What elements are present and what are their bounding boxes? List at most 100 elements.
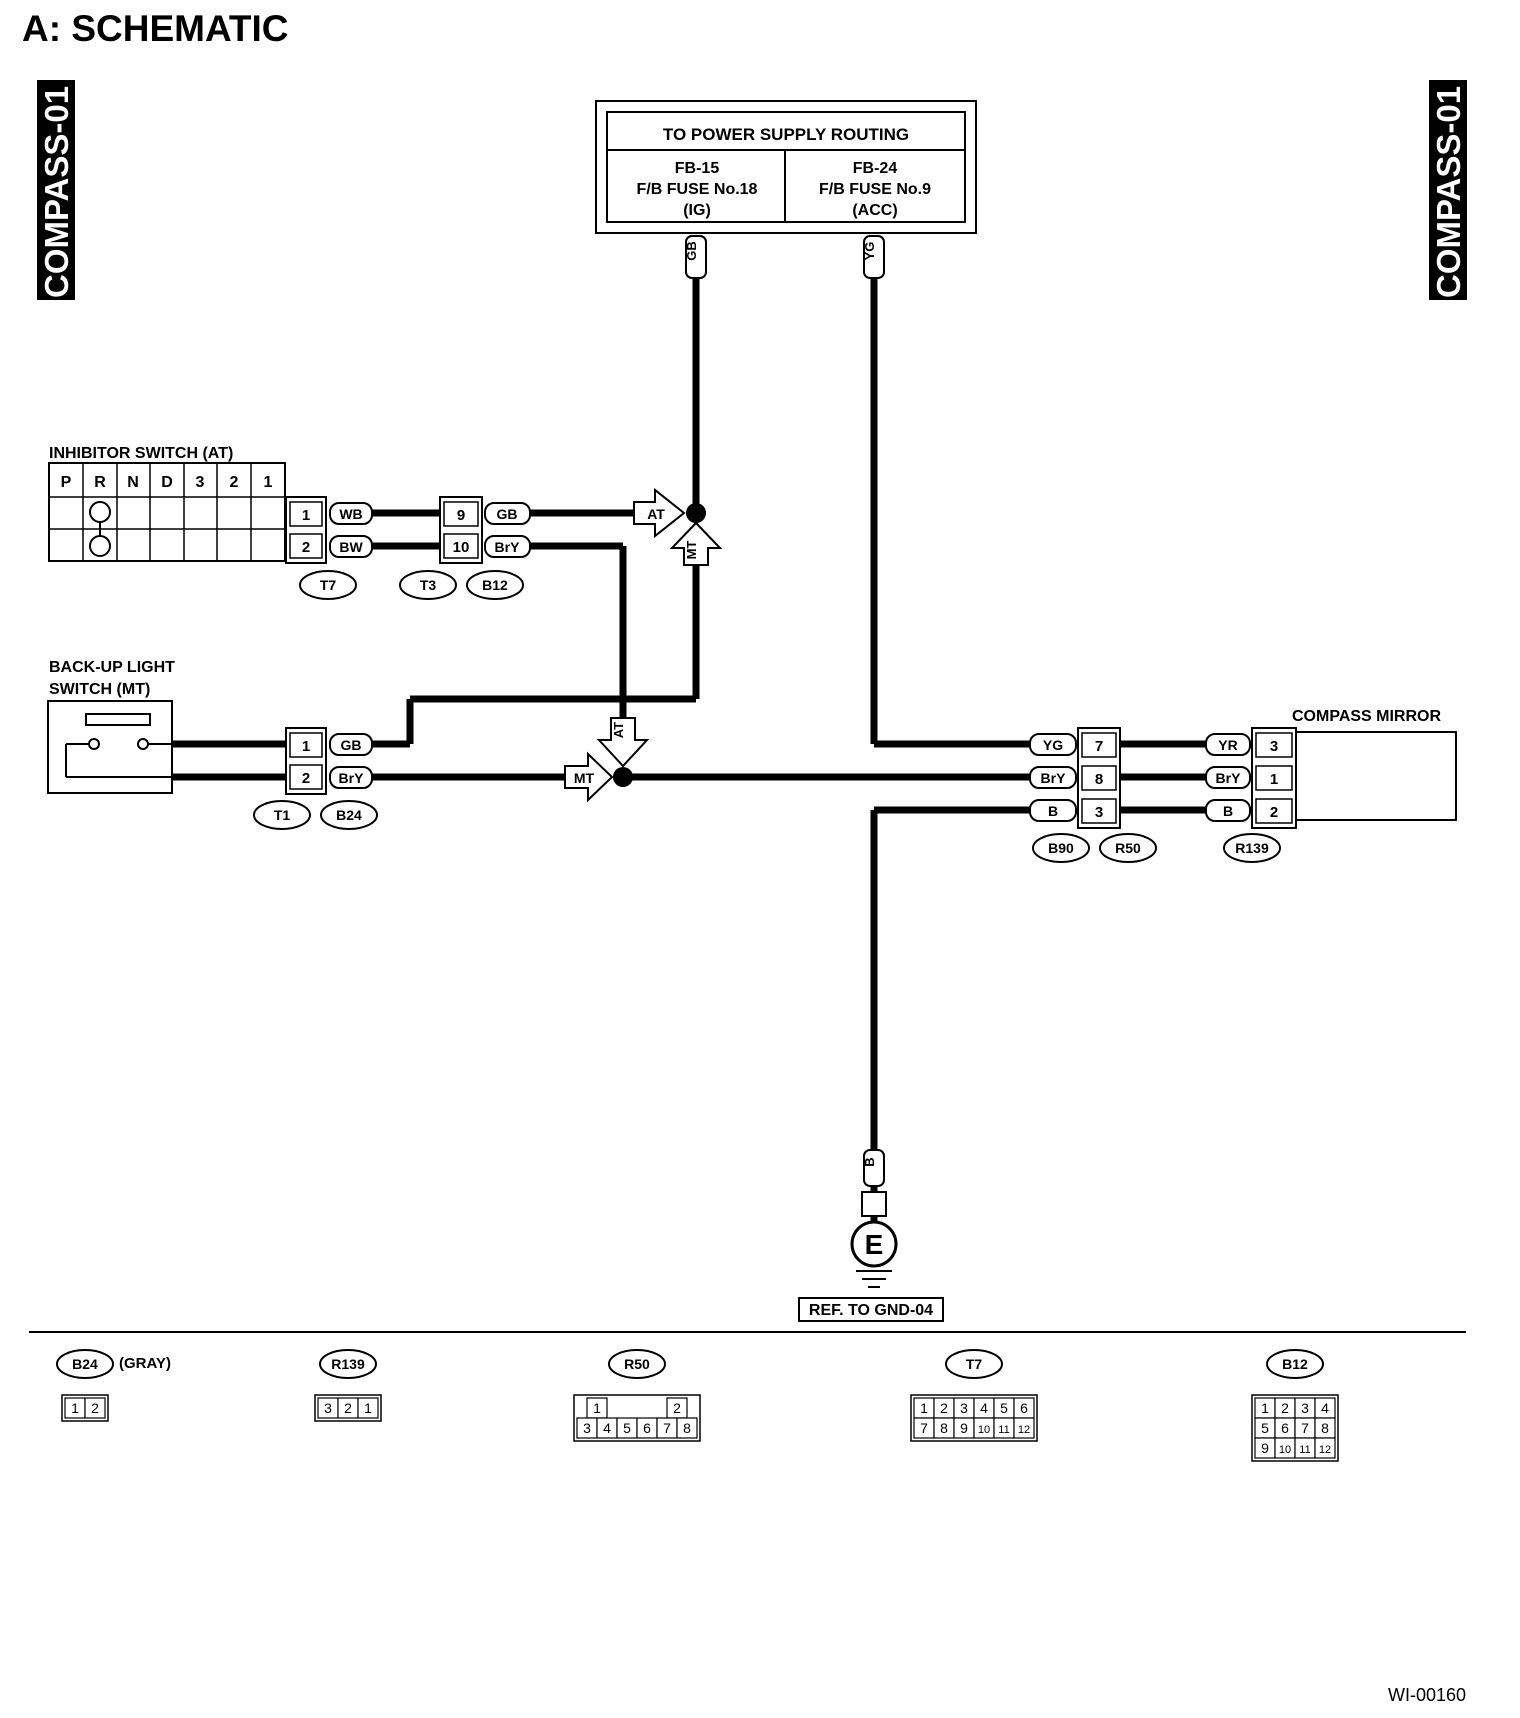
connector-pin: 1 <box>1261 1400 1269 1416</box>
junction-dot-top <box>686 503 706 523</box>
connector-view-note: (GRAY) <box>119 1355 171 1372</box>
svg-text:10: 10 <box>453 539 470 556</box>
wire-tag-yg-top: YG <box>862 235 885 279</box>
svg-text:YR: YR <box>1218 737 1237 753</box>
wire-label-wb: WB <box>339 506 362 522</box>
connector-pin: 4 <box>1321 1400 1329 1416</box>
ground-symbol: B E REF. TO GND-04 <box>798 1149 944 1322</box>
wire-label-b-mirror: B <box>1048 803 1058 819</box>
wire-label-bw: BW <box>339 539 363 555</box>
connector-id-t7: T7 <box>320 577 337 593</box>
connector-pin: 7 <box>1301 1420 1309 1436</box>
svg-text:9: 9 <box>457 507 465 524</box>
gear-pos-p: P <box>61 474 72 491</box>
connector-pin: 8 <box>940 1420 948 1436</box>
connector-pin: 6 <box>643 1420 651 1436</box>
connector-id-b12: B12 <box>482 577 508 593</box>
figure-id: WI-00160 <box>1388 1685 1466 1705</box>
wire-label-yg-mirror: YG <box>1043 737 1063 753</box>
connector-pin: 3 <box>583 1420 591 1436</box>
wire-label-bry-mid: BrY <box>495 539 521 555</box>
connector-view-id: T7 <box>966 1356 983 1372</box>
compass-mirror-label: COMPASS MIRROR <box>1292 708 1441 725</box>
svg-text:8: 8 <box>1095 771 1103 788</box>
connector-pin: 2 <box>91 1400 99 1416</box>
arrow-tag-at-bottom: AT <box>596 717 650 768</box>
connector-id-b24: B24 <box>336 807 362 823</box>
gear-pos-1: 1 <box>264 474 273 491</box>
gear-pos-2: 2 <box>230 474 239 491</box>
svg-text:B: B <box>1223 803 1233 819</box>
svg-text:AT: AT <box>611 722 626 738</box>
gear-pos-3: 3 <box>196 474 205 491</box>
connector-pin: 6 <box>1281 1420 1289 1436</box>
connector-view-id: R50 <box>624 1356 650 1372</box>
connector-pin: 5 <box>1000 1400 1008 1416</box>
side-tag-left: COMPASS-01 <box>37 80 75 300</box>
wire-label-gb-mt: GB <box>341 737 362 753</box>
svg-text:MT: MT <box>684 541 699 560</box>
power-supply-box: TO POWER SUPPLY ROUTING FB-15 F/B FUSE N… <box>595 100 977 234</box>
svg-text:BrY: BrY <box>1216 770 1242 786</box>
connector-pin: 2 <box>344 1400 352 1416</box>
switch-contact-icon-mt <box>65 713 172 778</box>
connector-pin: 3 <box>1301 1400 1309 1416</box>
connector-t7-pins: 1 2 WB BW <box>285 496 373 564</box>
backup-switch-label-2: SWITCH (MT) <box>49 681 150 698</box>
svg-text:3: 3 <box>1095 804 1103 821</box>
connector-pin: 8 <box>683 1420 691 1436</box>
svg-text:7: 7 <box>1095 738 1103 755</box>
connector-pin: 5 <box>1261 1420 1269 1436</box>
earth-icon: E <box>865 1229 884 1260</box>
inhibitor-switch-label: INHIBITOR SWITCH (AT) <box>49 445 233 462</box>
wire-label-b-ground: B <box>862 1157 877 1166</box>
connector-view-id: B12 <box>1282 1356 1308 1372</box>
connector-ids-backup: T1 B24 <box>253 800 378 830</box>
connector-pin: 9 <box>960 1420 968 1436</box>
svg-text:1: 1 <box>302 738 310 755</box>
connector-pin: 11 <box>998 1424 1009 1436</box>
gear-pos-r: R <box>94 474 106 491</box>
connector-t1-b24-pins: 1 2 GB BrY <box>285 727 373 795</box>
gear-pos-d: D <box>161 474 173 491</box>
connector-pin: 2 <box>940 1400 948 1416</box>
arrow-tag-mt-top: MT <box>669 521 723 566</box>
svg-text:AT: AT <box>647 506 665 522</box>
connector-pin: 12 <box>1319 1444 1331 1456</box>
backup-light-switch: BACK-UP LIGHT SWITCH (MT) <box>47 659 175 794</box>
junction-dot-bottom <box>613 767 633 787</box>
connector-id-r50: R50 <box>1115 840 1141 856</box>
svg-text:YG: YG <box>862 242 877 261</box>
wire-label-bry-mt: BrY <box>339 770 365 786</box>
connector-pin: 12 <box>1018 1424 1030 1436</box>
fuse-left-line2: F/B FUSE No.18 <box>637 181 758 198</box>
wire-label-bry-mirror: BrY <box>1041 770 1067 786</box>
fuse-left-line1: FB-15 <box>675 160 720 177</box>
wire-tag-gb-top: GB <box>684 235 707 279</box>
connector-pin: 2 <box>1281 1400 1289 1416</box>
svg-text:3: 3 <box>1270 738 1278 755</box>
svg-text:2: 2 <box>302 770 310 787</box>
side-tag-right-text: COMPASS-01 <box>1430 86 1467 298</box>
connector-id-b90: B90 <box>1048 840 1074 856</box>
connector-pin: 3 <box>960 1400 968 1416</box>
connector-pin: 1 <box>920 1400 928 1416</box>
connector-t3-b12-pins: 9 10 GB BrY <box>439 496 531 564</box>
backup-switch-label-1: BACK-UP LIGHT <box>49 659 175 676</box>
fuse-right-line2: F/B FUSE No.9 <box>819 181 931 198</box>
connector-pin: 2 <box>673 1400 681 1416</box>
ground-ref-label: REF. TO GND-04 <box>809 1302 933 1319</box>
arrow-tag-at-top: AT <box>633 487 686 539</box>
fuse-right-line3: (ACC) <box>852 202 897 219</box>
switch-contact-icon <box>89 501 111 557</box>
svg-text:1: 1 <box>302 507 310 524</box>
connector-pin: 3 <box>324 1400 332 1416</box>
compass-mirror: COMPASS MIRROR <box>1292 708 1457 821</box>
fuse-left-line3: (IG) <box>683 202 711 219</box>
power-box-header: TO POWER SUPPLY ROUTING <box>663 125 909 144</box>
connector-pin: 7 <box>663 1420 671 1436</box>
